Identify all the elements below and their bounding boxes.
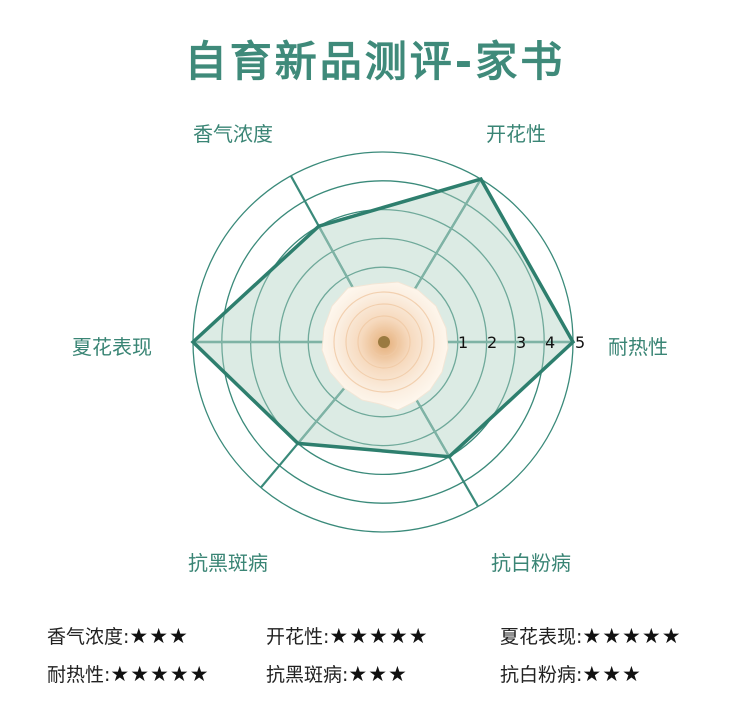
star-rating: ★★★ [348,662,408,686]
radar-data-outline [190,177,576,459]
star-rating: ★★★★★ [582,624,682,648]
page-title: 自育新品测评-家书 [184,37,566,86]
star-rating: ★★★ [129,624,189,648]
legend-item-powdery: 抗白粉病:★★★ [500,660,642,687]
legend-label: 香气浓度: [47,626,130,648]
rose-flower-image [318,276,450,412]
radar-spokes [193,175,573,508]
scale-tick-3: 3 [516,333,527,352]
star-rating: ★★★★★ [329,624,429,648]
star-rating: ★★★★★ [110,662,210,686]
scale-tick-1: 1 [458,333,469,352]
legend-item-blackspot: 抗黑斑病:★★★ [266,660,408,687]
axis-label-bloom: 开花性 [486,122,546,146]
scale-tick-2: 2 [487,333,498,352]
legend-item-summer: 夏花表现:★★★★★ [500,622,682,649]
axis-label-blackspot: 抗黑斑病 [188,551,268,575]
scale-tick-4: 4 [545,333,556,352]
axis-label-summer: 夏花表现 [72,335,152,359]
legend-label: 抗白粉病: [500,664,583,686]
legend-label: 抗黑斑病: [266,664,349,686]
scale-tick-5: 5 [575,333,586,352]
legend-item-heat: 耐热性:★★★★★ [47,660,210,687]
axis-label-fragrance: 香气浓度 [193,122,273,146]
legend-label: 开花性: [266,626,330,648]
legend-item-bloom: 开花性:★★★★★ [266,622,429,649]
axis-label-powdery: 抗白粉病 [491,551,571,575]
star-rating: ★★★ [582,662,642,686]
axis-label-heat: 耐热性 [608,335,668,359]
legend-label: 夏花表现: [500,626,583,648]
legend-item-fragrance: 香气浓度:★★★ [47,622,189,649]
legend-label: 耐热性: [47,664,111,686]
